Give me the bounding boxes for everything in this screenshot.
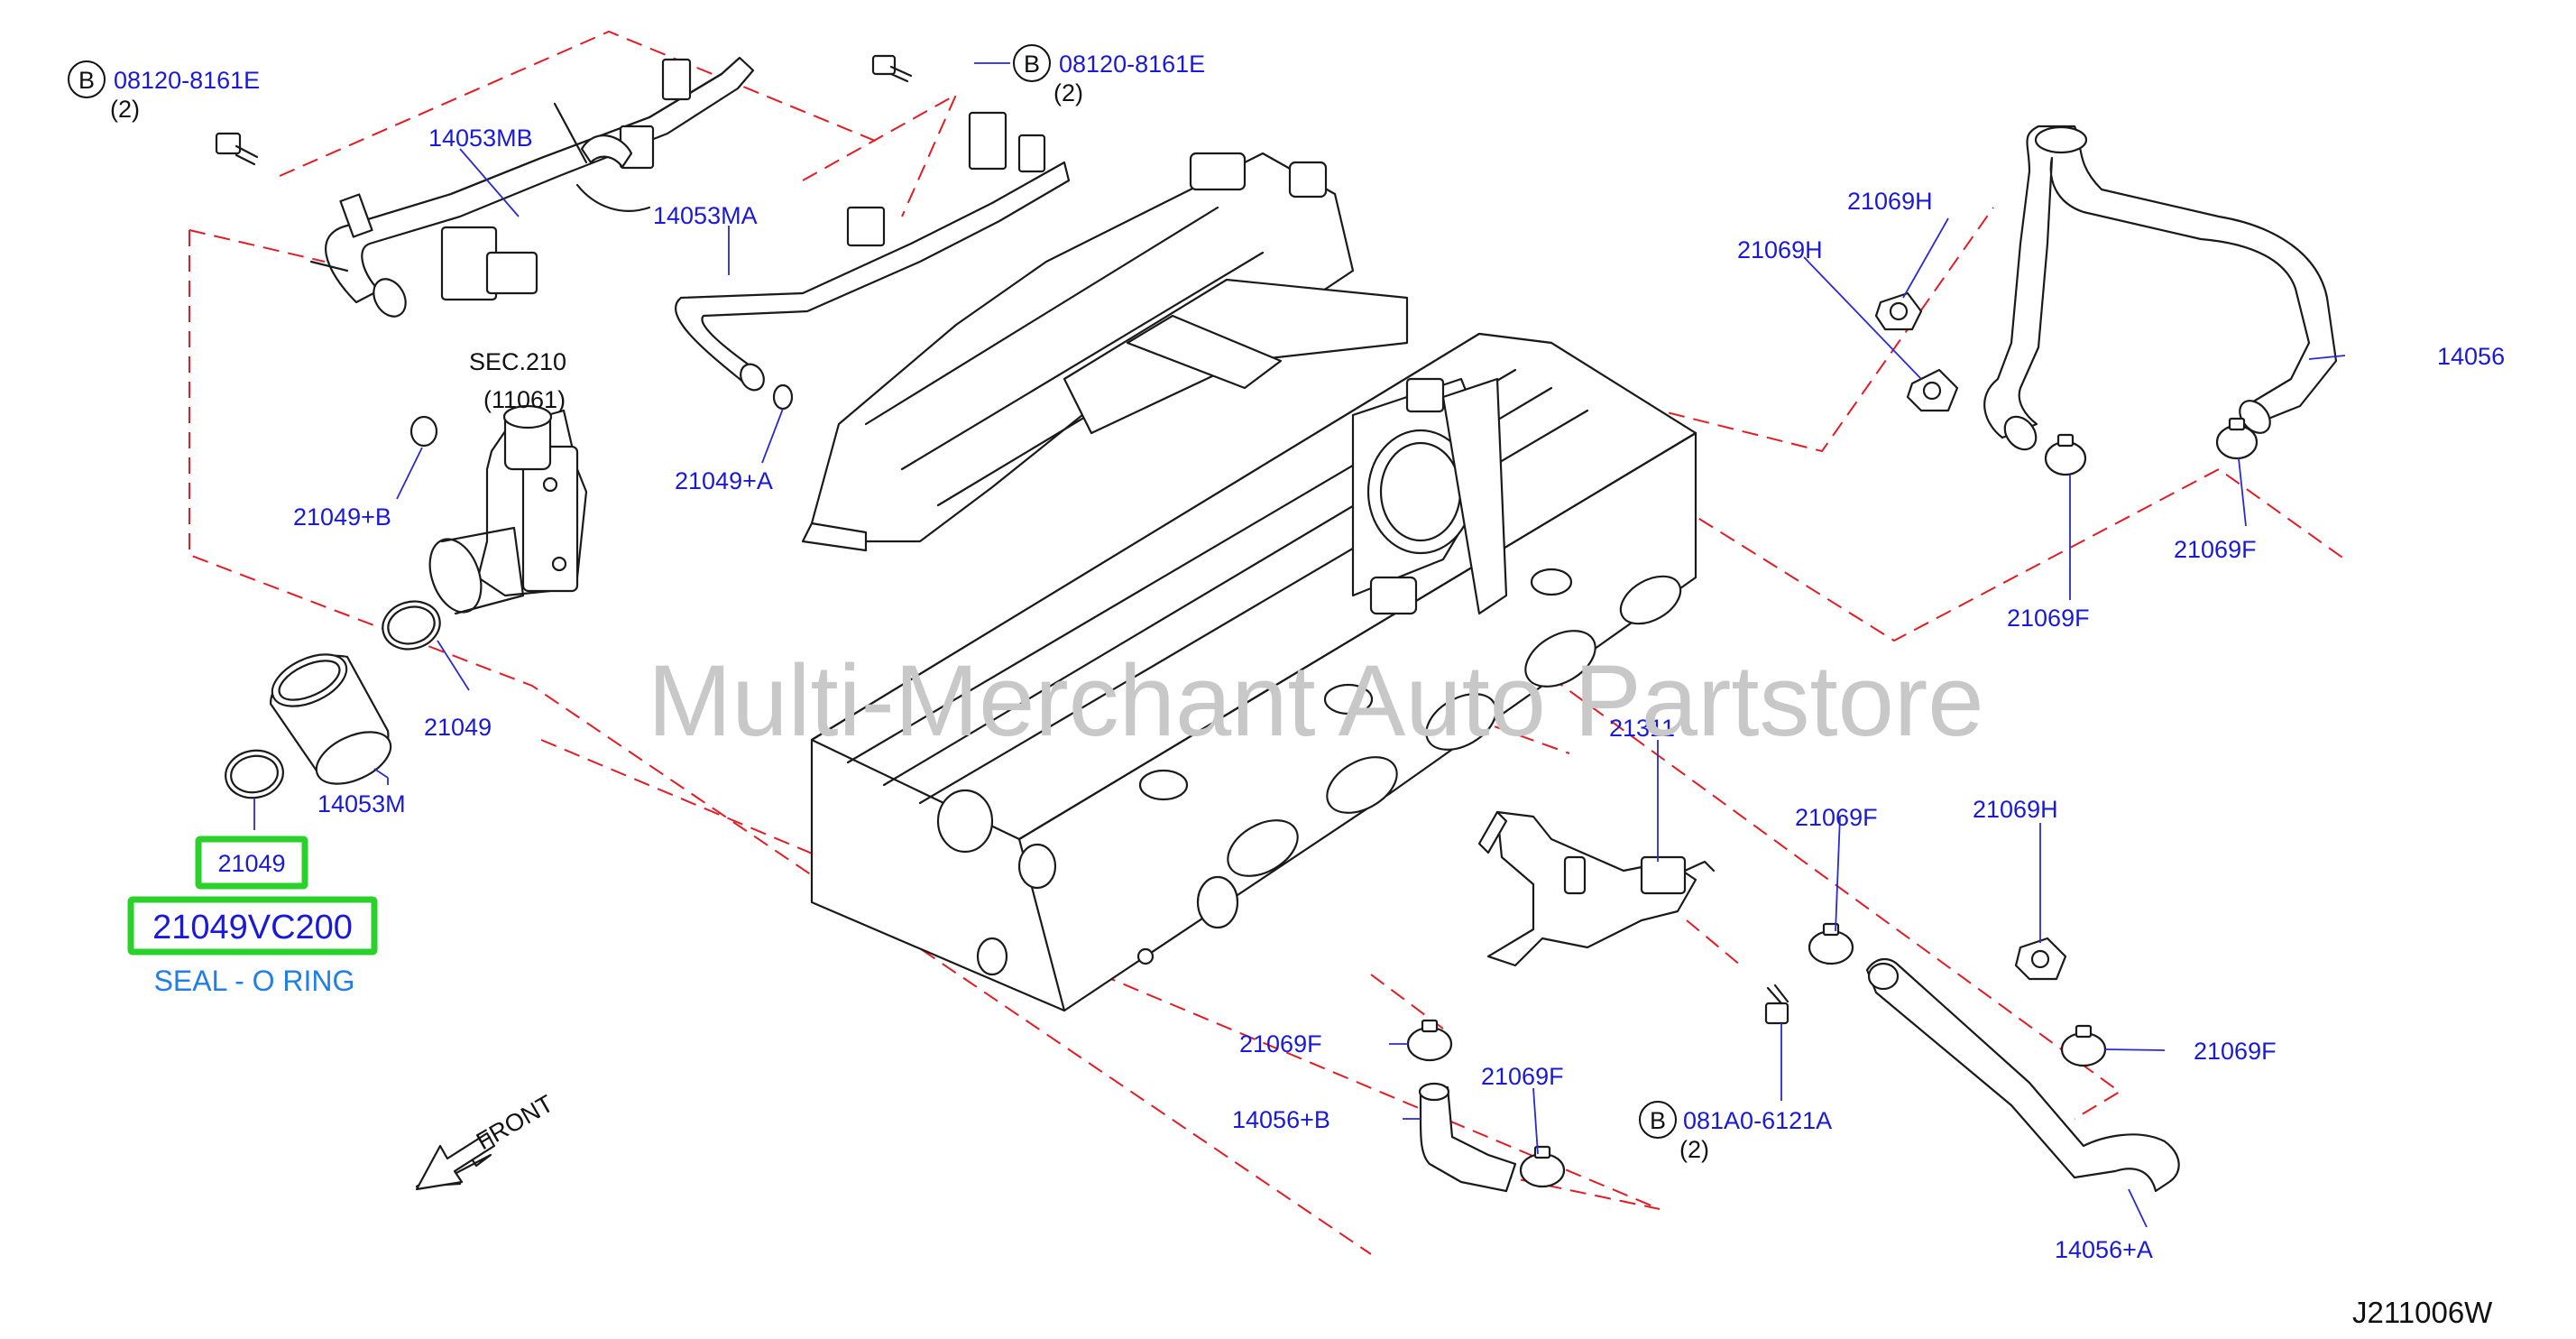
- label-21049a[interactable]: 21049+A: [675, 467, 773, 494]
- b-marker-top-left: B: [68, 60, 106, 98]
- highlight-box-part-no[interactable]: [195, 836, 308, 890]
- label-bolt-tc-qty: (2): [1053, 79, 1083, 106]
- clamp-21069f-lower-1: [1808, 922, 1854, 965]
- svg-text:B: B: [78, 67, 95, 94]
- b-marker-bottom-right: B: [1639, 1101, 1677, 1139]
- label-sec210-sub: (11061): [483, 386, 566, 413]
- highlight-oem-no[interactable]: 21049VC200: [152, 909, 353, 947]
- label-bolt-br-qty: (2): [1679, 1136, 1709, 1163]
- o-ring-21049-lower-inner: [230, 754, 279, 794]
- label-21069h-b[interactable]: 21069H: [1737, 236, 1823, 263]
- label-21311[interactable]: 21311: [1609, 715, 1675, 742]
- leader-lines: [253, 62, 2346, 1228]
- coolant-pipe-14053ma: [675, 111, 1071, 392]
- label-bolt-tl[interactable]: 08120-8161E: [114, 67, 260, 94]
- label-14053ma[interactable]: 14053MA: [653, 202, 758, 229]
- label-21069f-d[interactable]: 21069F: [2194, 1038, 2277, 1065]
- label-21069f-e[interactable]: 21069F: [1239, 1030, 1322, 1057]
- label-14056a[interactable]: 14056+A: [2055, 1236, 2153, 1263]
- label-front: FRONT: [472, 1090, 558, 1155]
- engine-assembly: [801, 152, 1697, 1012]
- label-bolt-tc[interactable]: 08120-8161E: [1059, 51, 1205, 78]
- label-14056[interactable]: 14056: [2437, 343, 2505, 370]
- highlight-part-no[interactable]: 21049: [217, 850, 285, 877]
- o-ring-21049a: [772, 383, 794, 411]
- bracket-21311: [1477, 810, 1716, 967]
- label-21069h-c[interactable]: 21069H: [1973, 796, 2058, 823]
- label-bolt-br[interactable]: 081A0-6121A: [1683, 1107, 1832, 1134]
- label-21049b[interactable]: 21049+B: [293, 503, 391, 531]
- thermostat-housing: [428, 404, 588, 615]
- label-21069f-c[interactable]: 21069F: [1795, 804, 1878, 831]
- label-21049-upper[interactable]: 21049: [424, 714, 492, 741]
- pipe-14053m: [269, 653, 392, 785]
- watermark: Multi-Merchant Auto Partstore: [648, 644, 1983, 757]
- label-21069f-f[interactable]: 21069F: [1481, 1063, 1564, 1090]
- b-marker-top-center: B: [1013, 44, 1051, 82]
- label-21069f-b[interactable]: 21069F: [2007, 605, 2090, 632]
- exhaust-ports: [1227, 575, 1682, 877]
- diagram-code: J211006W: [2352, 1296, 2493, 1329]
- coolant-pipe-14053mb: [309, 56, 755, 318]
- hose-14056a: [1865, 958, 2180, 1193]
- bolt-top-center: [871, 54, 913, 83]
- o-ring-21049-upper-inner: [387, 605, 436, 645]
- clamp-21069f-right-1: [2044, 433, 2087, 476]
- label-sec210[interactable]: SEC.210: [469, 348, 566, 375]
- highlighted-part[interactable]: 21049 21049VC200 SEAL - O RING: [127, 836, 378, 997]
- label-14056b[interactable]: 14056+B: [1232, 1106, 1330, 1133]
- part-labels: 08120-8161E (2) 08120-8161E (2) 14053MB …: [110, 51, 2505, 1329]
- clamp-21069f-lower-3: [1519, 1145, 1566, 1188]
- bolt-lower-right: [1764, 983, 1789, 1025]
- label-14053m[interactable]: 14053M: [317, 790, 406, 817]
- svg-text:B: B: [1024, 51, 1040, 78]
- clip-21069h-lower: [1906, 368, 1959, 412]
- label-14053mb[interactable]: 14053MB: [428, 125, 533, 152]
- hose-14056b: [1418, 1082, 1517, 1193]
- highlight-description: SEAL - O RING: [154, 965, 355, 997]
- clip-21069h-lower-right: [2014, 937, 2067, 981]
- o-ring-21049b: [409, 415, 438, 448]
- front-arrow-icon: [415, 1131, 496, 1191]
- clamp-21069f-right-2: [2215, 417, 2259, 460]
- svg-text:B: B: [1650, 1107, 1666, 1134]
- label-21069f-a[interactable]: 21069F: [2174, 536, 2257, 563]
- highlight-box-oem-no[interactable]: [127, 896, 378, 956]
- bolt-top-left: [215, 132, 259, 166]
- clamp-21069f-lower-2: [1406, 1019, 1453, 1062]
- label-21069h-a[interactable]: 21069H: [1847, 188, 1933, 215]
- clamp-21069f-lower-4: [2060, 1024, 2107, 1067]
- hose-14056: [1983, 125, 2338, 451]
- clip-21069h-upper: [1874, 291, 1923, 331]
- label-bolt-tl-qty: (2): [110, 96, 140, 123]
